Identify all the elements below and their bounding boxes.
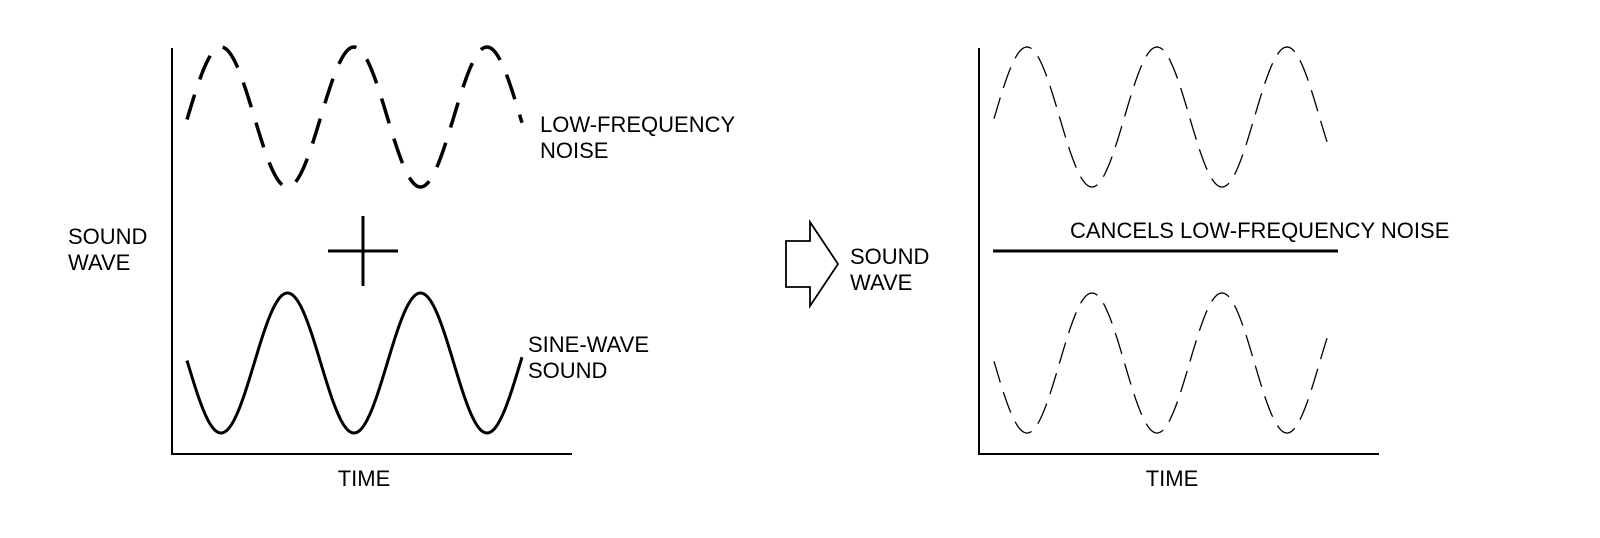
right-axes [978, 48, 1379, 455]
noise-wave-thin [993, 46, 1331, 188]
result-arrow: SOUND WAVE [785, 219, 929, 309]
left-y-label-line-2: WAVE [68, 250, 130, 275]
left-y-label-line-1: SOUND [68, 224, 147, 249]
anti-noise-wave-thin [993, 292, 1331, 434]
low-frequency-noise-label-line-1: LOW-FREQUENCY [540, 112, 735, 137]
left-panel: SOUND WAVE TIME LOW-FREQUENCY NOISE SINE… [68, 45, 735, 491]
left-axes [171, 48, 572, 455]
arrow-label-line-2: WAVE [850, 270, 912, 295]
sine-wave-sound-wave [185, 291, 524, 435]
low-frequency-noise-wave [185, 45, 524, 189]
cancels-noise-label: CANCELS LOW-FREQUENCY NOISE [1070, 218, 1449, 243]
right-panel: TIME CANCELS LOW-FREQUENCY NOISE [978, 46, 1449, 491]
low-frequency-noise-label-line-2: NOISE [540, 138, 608, 163]
left-x-label: TIME [338, 466, 391, 491]
right-arrow-icon [785, 219, 840, 309]
right-x-label: TIME [1146, 466, 1199, 491]
arrow-label-line-1: SOUND [850, 244, 929, 269]
sine-wave-sound-label-line-1: SINE-WAVE [528, 332, 649, 357]
plus-icon [328, 216, 398, 286]
sine-wave-sound-label-line-2: SOUND [528, 358, 607, 383]
